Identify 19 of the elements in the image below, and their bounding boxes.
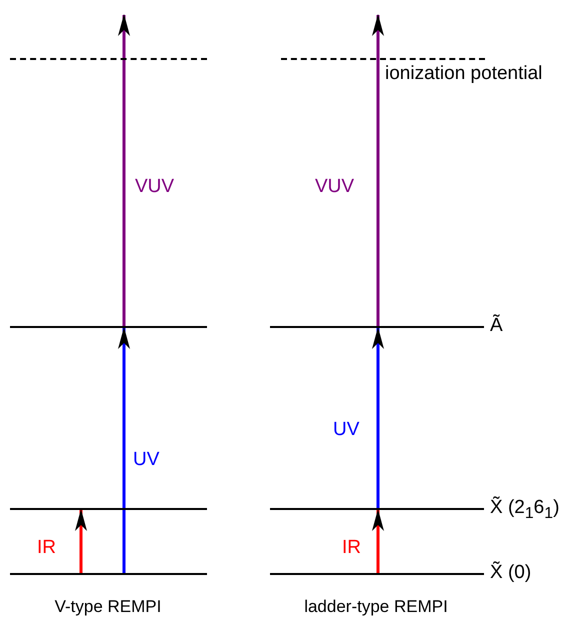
edge-label: VUV xyxy=(315,177,354,196)
edge-label: UV xyxy=(133,450,160,469)
arrow xyxy=(372,14,384,326)
arrow xyxy=(118,327,130,573)
edge-label: IR xyxy=(342,538,361,557)
dashed-energy-level xyxy=(10,58,207,60)
level-label: ionization potential xyxy=(385,64,542,83)
caption: V-type REMPI xyxy=(54,598,162,615)
edge-label: IR xyxy=(37,538,56,557)
level-label: X̃ (2$_{1}$6$_{1}$) xyxy=(490,498,560,522)
arrow xyxy=(372,509,384,573)
level-label: X̃ (0) xyxy=(490,563,532,582)
arrow xyxy=(372,327,384,508)
arrow xyxy=(75,509,87,573)
edge-label: VUV xyxy=(135,177,174,196)
arrow xyxy=(118,14,130,326)
edge-label: UV xyxy=(333,420,360,439)
caption: ladder-type REMPI xyxy=(304,598,448,615)
level-label: Ã xyxy=(490,316,503,335)
